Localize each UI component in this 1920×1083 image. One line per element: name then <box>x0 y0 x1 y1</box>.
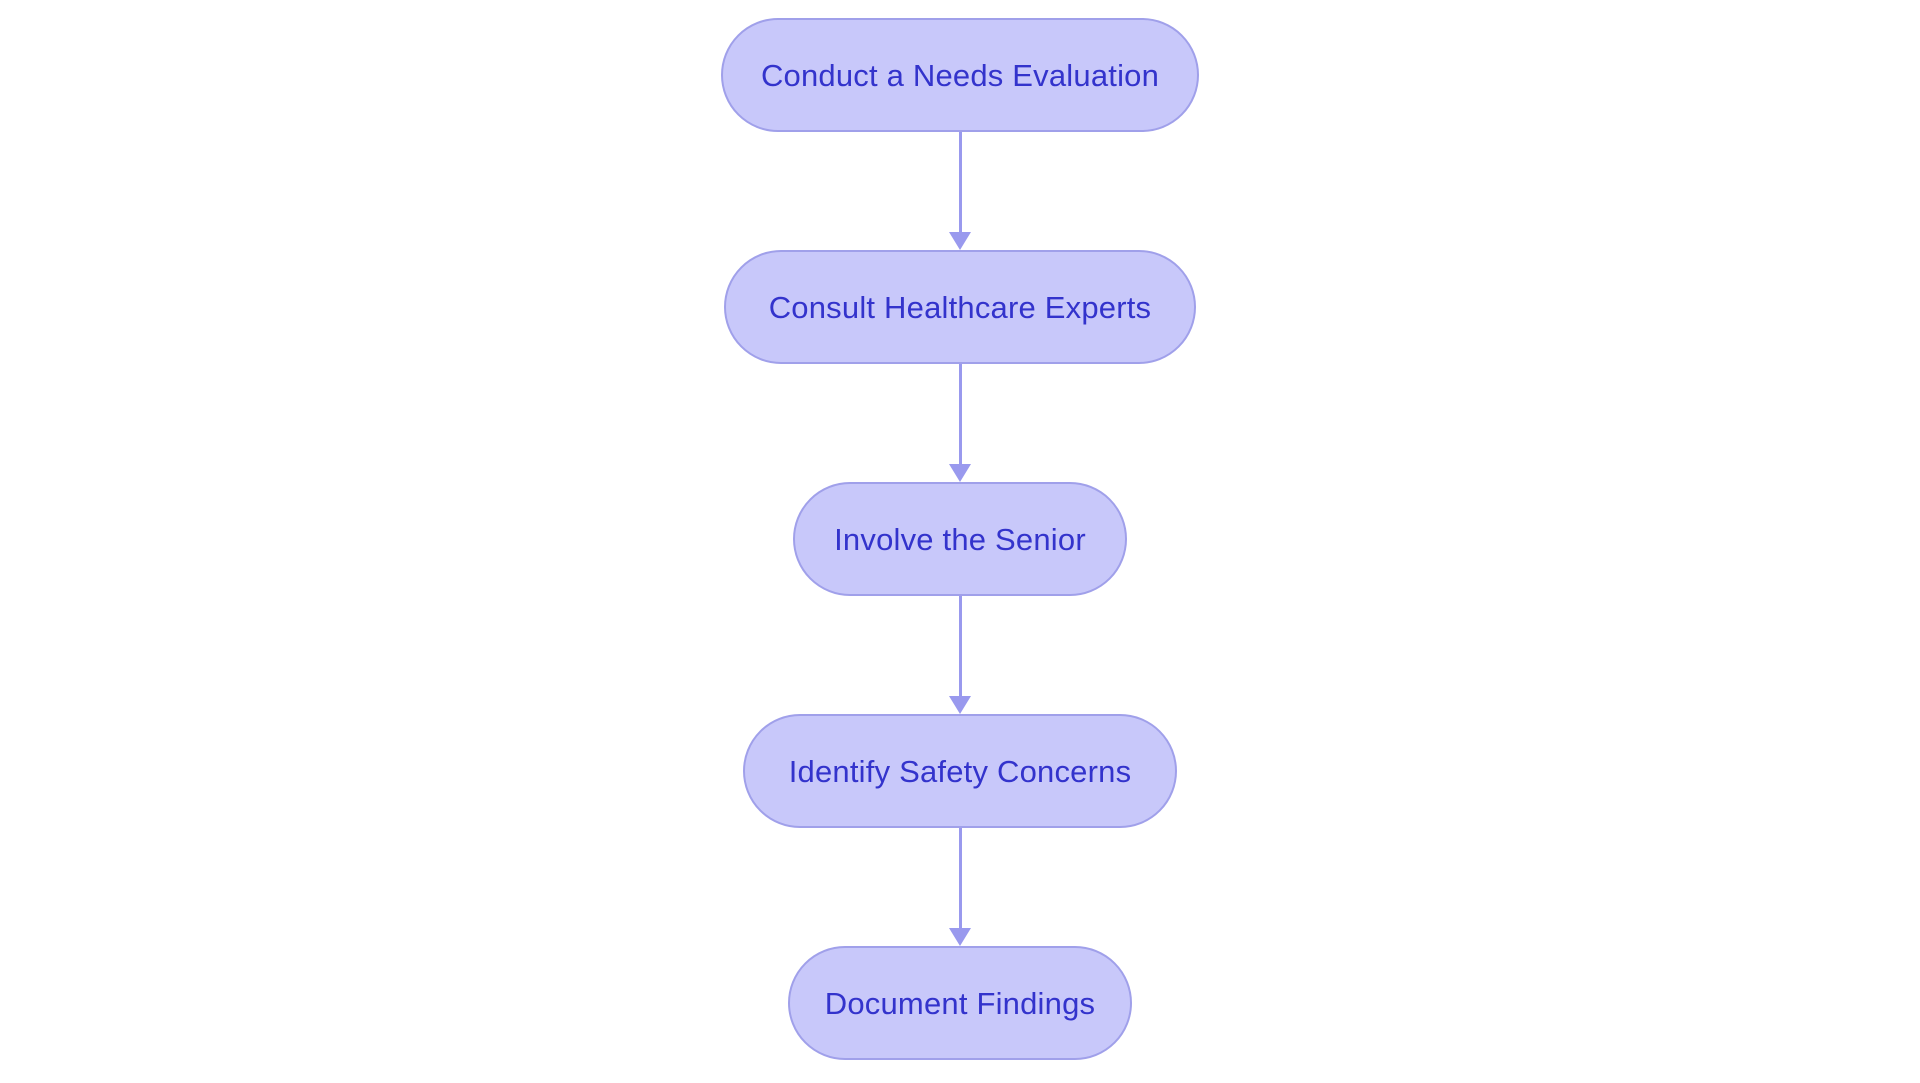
flowchart-edge-1-line <box>958 132 962 233</box>
flowchart-node-5[interactable]: Document Findings <box>788 946 1132 1060</box>
flowchart-node-1-label: Conduct a Needs Evaluation <box>760 57 1160 93</box>
flowchart-edge-1 <box>940 132 980 250</box>
flowchart-edge-4 <box>940 828 980 946</box>
flowchart-node-1[interactable]: Conduct a Needs Evaluation <box>721 18 1199 132</box>
arrow-down-icon <box>949 928 971 946</box>
flowchart-node-2[interactable]: Consult Healthcare Experts <box>724 250 1196 364</box>
flowchart-edge-4-line <box>958 828 962 929</box>
flowchart-edge-3 <box>940 596 980 714</box>
arrow-down-icon <box>949 696 971 714</box>
flowchart-node-4-label: Identify Safety Concerns <box>788 753 1132 789</box>
flowchart-edge-3-line <box>958 596 962 697</box>
flowchart-edge-2-line <box>958 364 962 465</box>
arrow-down-icon <box>949 232 971 250</box>
flowchart-node-3[interactable]: Involve the Senior <box>793 482 1127 596</box>
flowchart-edge-2 <box>940 364 980 482</box>
flowchart-node-5-label: Document Findings <box>824 985 1096 1021</box>
arrow-down-icon <box>949 464 971 482</box>
flowchart-node-3-label: Involve the Senior <box>834 521 1086 557</box>
flowchart-node-4[interactable]: Identify Safety Concerns <box>743 714 1177 828</box>
flowchart-node-2-label: Consult Healthcare Experts <box>768 289 1152 325</box>
